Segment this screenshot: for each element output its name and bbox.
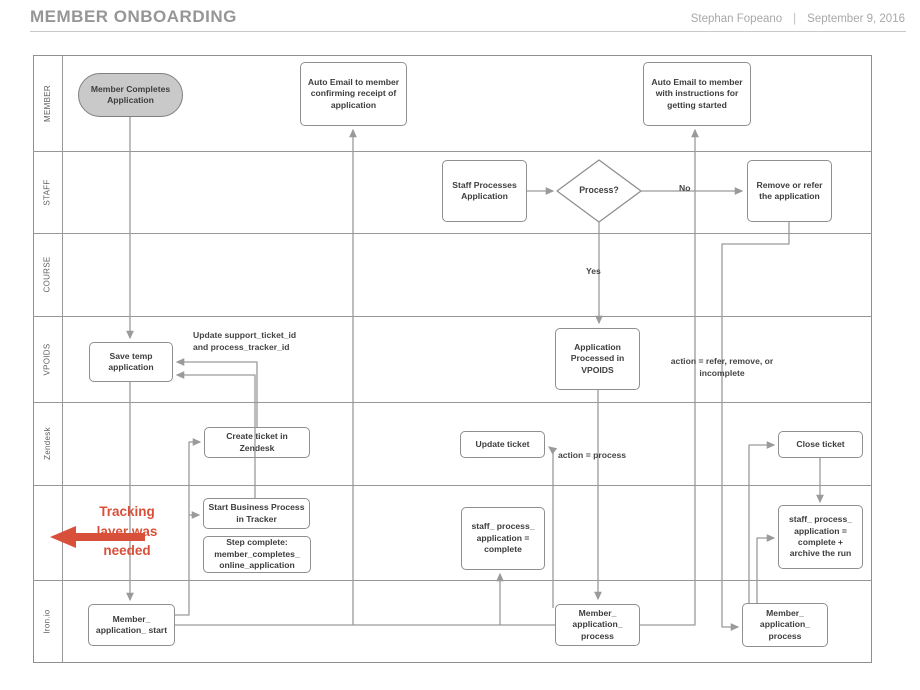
- edge-label-action-process: action = process: [558, 450, 627, 460]
- node-close-ticket[interactable]: Close ticket: [778, 431, 863, 458]
- node-remove-or-refer[interactable]: Remove or refer the application: [747, 160, 832, 222]
- node-member-application-start[interactable]: Member_ application_ start: [88, 604, 175, 646]
- edge-label-update-ids: Update support_ticket_id and process_tra…: [193, 330, 297, 352]
- node-application-processed-vpoids[interactable]: Application Processed in VPOIDS: [555, 328, 640, 390]
- lane-divider: [33, 402, 872, 403]
- date-text: September 9, 2016: [807, 13, 905, 25]
- edge-label-no: No: [679, 183, 691, 193]
- node-start-business-process[interactable]: Start Business Process in Tracker: [203, 498, 310, 529]
- lane-label-column: [62, 55, 63, 663]
- lane-divider: [33, 233, 872, 234]
- node-staff-process-complete[interactable]: staff_ process_ application = complete: [461, 507, 545, 570]
- lane-label-blank: [33, 485, 62, 580]
- lane-divider: [33, 580, 872, 581]
- lane-divider: [33, 151, 872, 152]
- lane-divider: [33, 316, 872, 317]
- lane-label-ironio: Iron.io: [43, 609, 52, 634]
- node-auto-email-instructions[interactable]: Auto Email to member with instructions f…: [643, 62, 751, 126]
- page-title: MEMBER ONBOARDING: [30, 7, 237, 26]
- lane-label-vpoids: VPOIDS: [43, 342, 52, 376]
- author-name: Stephan Fopeano: [690, 13, 783, 25]
- byline: Stephan Fopeano | September 9, 2016: [691, 13, 905, 25]
- tracking-annotation: Tracking layer was needed: [96, 504, 158, 559]
- header-rule: [30, 31, 906, 32]
- lane-divider: [33, 485, 872, 486]
- lane-label-staff: STAFF: [43, 178, 52, 206]
- byline-separator: |: [793, 13, 797, 25]
- node-auto-email-receipt[interactable]: Auto Email to member confirming receipt …: [300, 62, 407, 126]
- lane-label-course: COURSE: [43, 256, 52, 293]
- edge-label-yes: Yes: [586, 266, 601, 276]
- edge-label-action-refer: action = refer, remove, or incomplete: [670, 356, 774, 378]
- node-save-temp-application[interactable]: Save temp application: [89, 342, 173, 382]
- node-member-application-process-right[interactable]: Member_ application_ process: [742, 603, 828, 647]
- lane-label-zendesk: Zendesk: [43, 427, 53, 460]
- node-update-ticket[interactable]: Update ticket: [460, 431, 545, 458]
- node-staff-processes-application[interactable]: Staff Processes Application: [442, 160, 527, 222]
- node-member-completes-application[interactable]: Member Completes Application: [78, 73, 183, 117]
- node-create-ticket-zendesk[interactable]: Create ticket in Zendesk: [204, 427, 310, 458]
- decision-label: Process?: [579, 185, 619, 195]
- node-member-application-process-mid[interactable]: Member_ application_ process: [555, 604, 640, 646]
- node-staff-process-archive[interactable]: staff_ process_ application = complete +…: [778, 505, 863, 569]
- node-step-complete[interactable]: Step complete: member_completes_ online_…: [203, 536, 311, 573]
- diagram-frame: [33, 55, 872, 663]
- lane-label-member: MEMBER: [43, 84, 53, 122]
